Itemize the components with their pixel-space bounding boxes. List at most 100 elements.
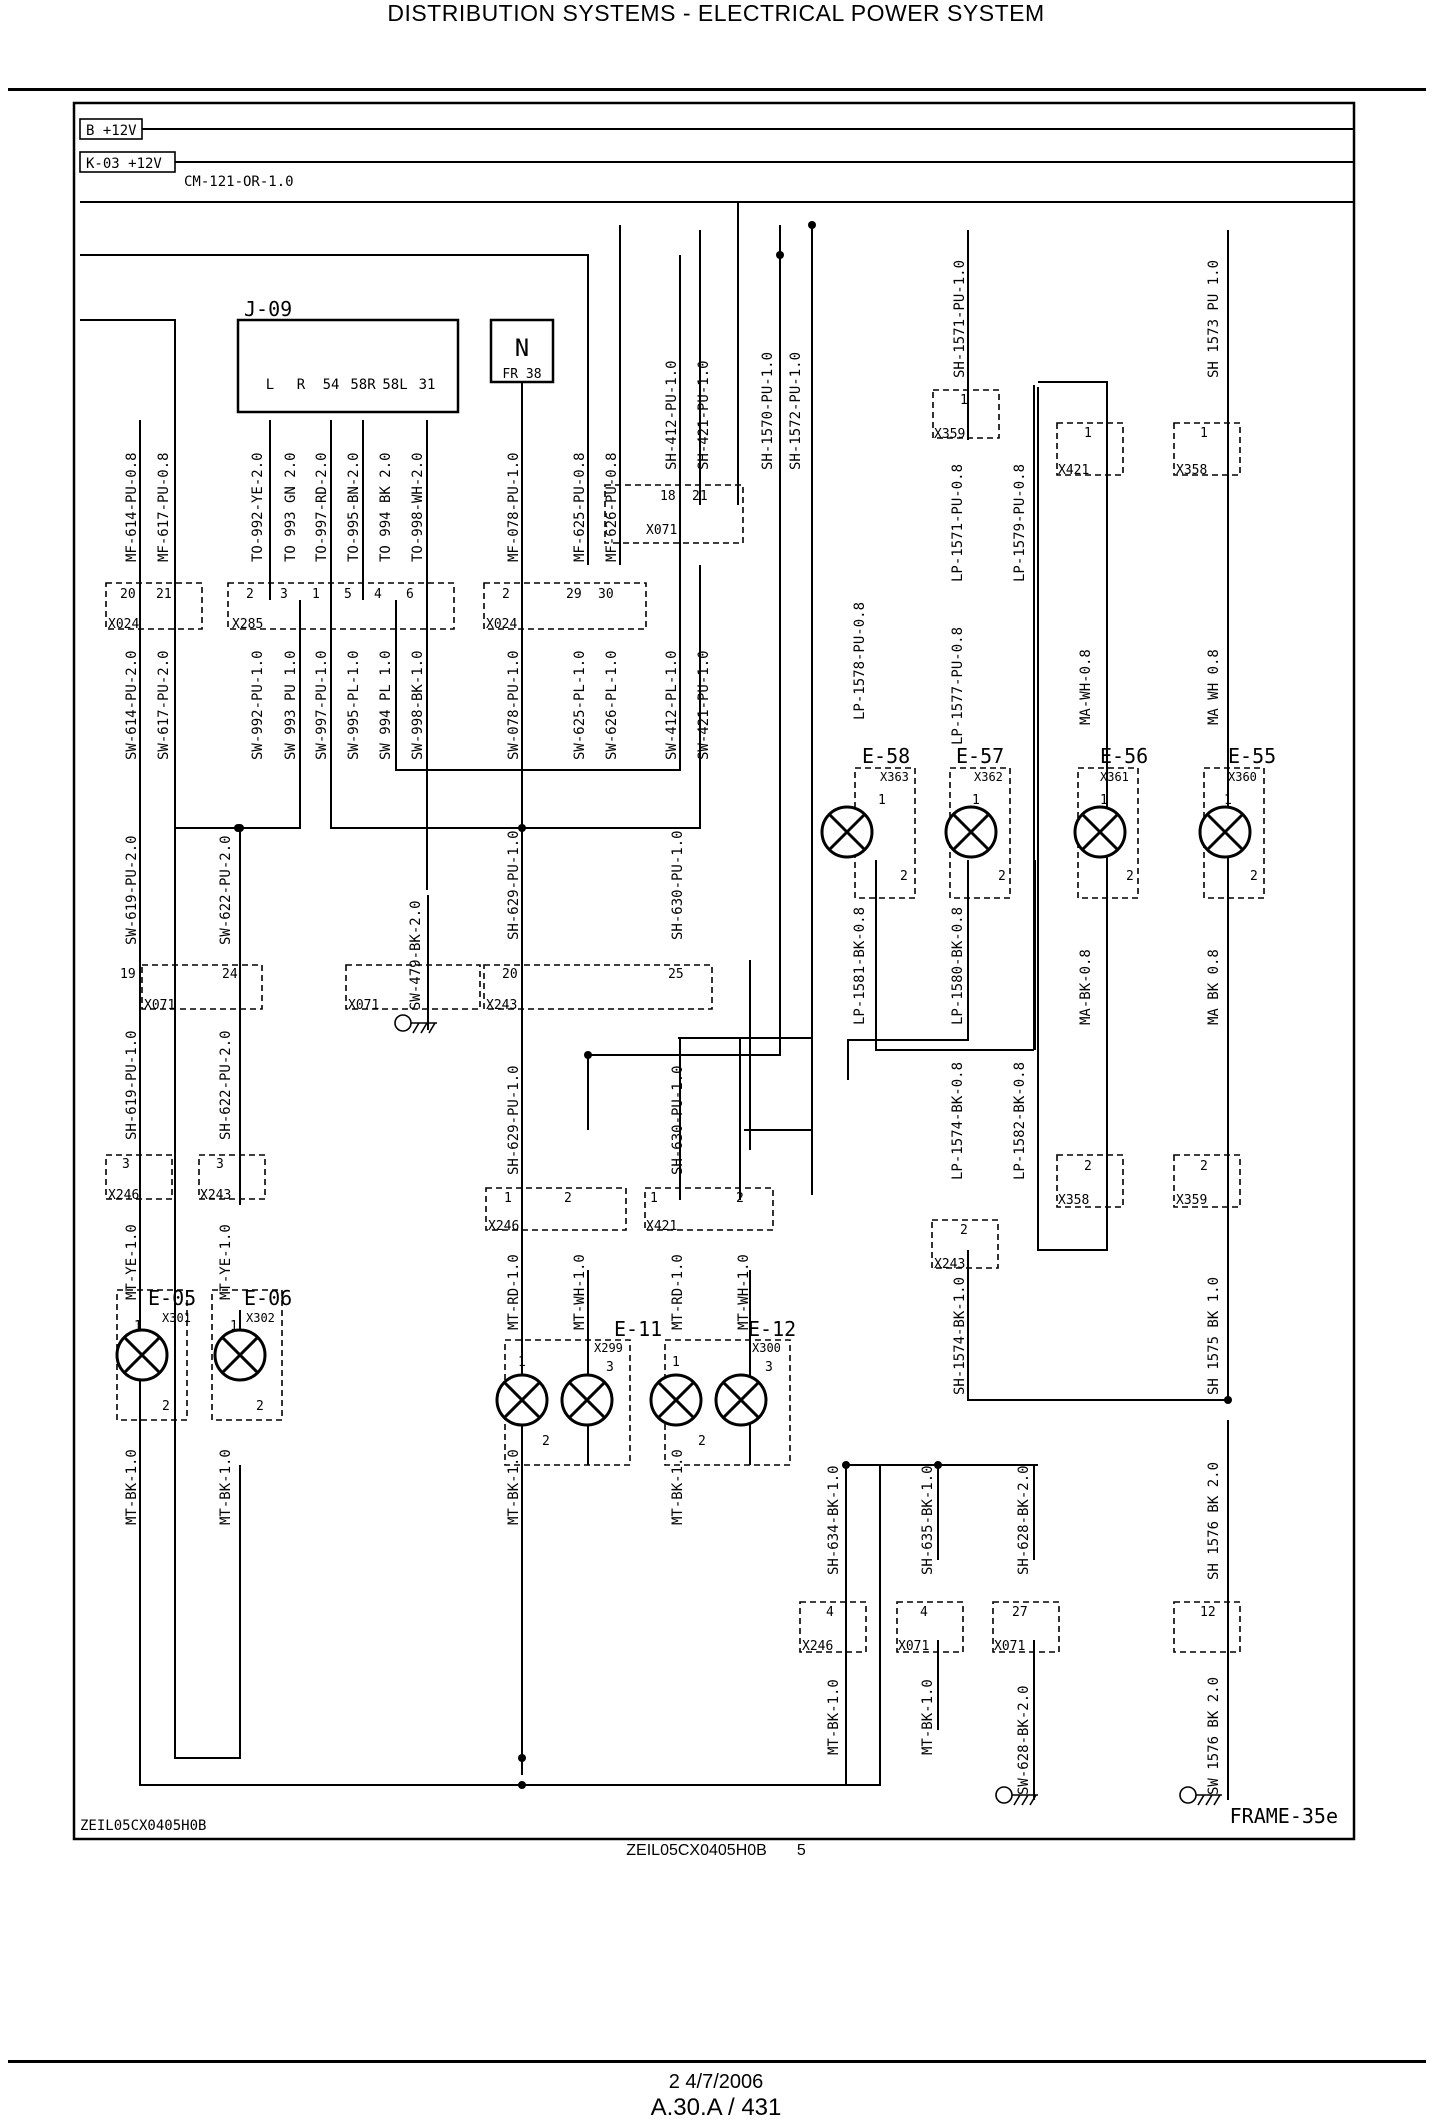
- pin-number: 1: [1084, 426, 1092, 441]
- relay-name: J-09: [244, 297, 292, 321]
- component-name: E-05: [148, 1286, 196, 1310]
- figure-caption: ZEIL05CX0405H0B 5: [0, 1842, 1432, 1860]
- wire-segment: [330, 420, 701, 829]
- pin-number: 2: [960, 1223, 968, 1238]
- connector-label: X024: [108, 617, 139, 632]
- footer-page-number: A.30.A / 431: [650, 2094, 782, 2121]
- component-box: [211, 1289, 283, 1421]
- ground-ring: [394, 1014, 412, 1032]
- wire-segment: [80, 254, 589, 565]
- caption-code: ZEIL05CX0405H0B: [626, 1842, 767, 1859]
- connector-box: [227, 582, 455, 630]
- wire-label: MA-BK-0.8: [1078, 949, 1094, 1025]
- wire-segment: [847, 860, 969, 1080]
- wire-label: MT-BK-1.0: [670, 1449, 686, 1525]
- pin-number: 24: [222, 967, 238, 982]
- lamp-icon: [213, 1328, 267, 1382]
- pin-number: 29: [566, 587, 582, 602]
- connector-box: [604, 484, 744, 544]
- wire-segment: [174, 420, 241, 1759]
- pin-number: 1: [878, 793, 886, 808]
- relay-pin-label: 58R: [350, 377, 376, 393]
- ground-ring: [1179, 1786, 1197, 1804]
- fuse-name: N: [515, 334, 529, 362]
- pin-number: 30: [598, 587, 614, 602]
- wire-segment: [1038, 381, 1108, 1060]
- pin-number: 21: [692, 489, 708, 504]
- wire-label: SW-998-BK-1.0: [410, 650, 426, 760]
- wire-label: SW-421-PU-1.0: [696, 650, 712, 760]
- ground-hatch: [411, 1022, 437, 1034]
- component-connector: X363: [880, 770, 909, 784]
- footer-date: 2 4/7/2006: [668, 2071, 764, 2093]
- ground-hatch: [1012, 1794, 1038, 1806]
- wire-label: SH-635-BK-1.0: [920, 1465, 936, 1575]
- pin-number: 6: [406, 587, 414, 602]
- pin-number: 1: [672, 1355, 680, 1370]
- connector-box: [1173, 422, 1241, 476]
- junction-dot: [842, 1461, 850, 1469]
- wire-label: MT-BK-1.0: [826, 1679, 842, 1755]
- wire-label: TO-992-YE-2.0: [250, 452, 266, 562]
- pin-number: 1: [972, 793, 980, 808]
- lamp-icon: [115, 1328, 169, 1382]
- lamp-icon: [1198, 805, 1252, 859]
- pin-number: 2: [256, 1399, 264, 1414]
- component-connector: X301: [162, 1311, 191, 1325]
- pin-number: 19: [120, 967, 136, 982]
- relay-pin-label: 31: [419, 377, 436, 393]
- pin-number: 27: [1012, 1605, 1028, 1620]
- component-box: [664, 1339, 791, 1466]
- pin-number: 4: [920, 1605, 928, 1620]
- wire-label: MT-WH-1.0: [736, 1254, 752, 1330]
- supply-label: K-03 +12V: [86, 156, 162, 172]
- lamp-icon: [714, 1373, 768, 1427]
- caption-number: 5: [796, 1842, 806, 1859]
- pin-number: 2: [698, 1434, 706, 1449]
- wire-label: SH-619-PU-1.0: [124, 1030, 140, 1140]
- relay-box: [236, 318, 460, 414]
- junction-dot: [584, 1051, 592, 1059]
- connector-label: X246: [488, 1219, 519, 1234]
- wire-label: SH-630-PU-1.0: [670, 830, 686, 940]
- connector-box: [105, 582, 203, 630]
- component-connector: X299: [594, 1341, 623, 1355]
- wire-label: SW-625-PL-1.0: [572, 650, 588, 760]
- supply-label: B +12V: [86, 123, 137, 139]
- connector-box: [345, 964, 481, 1010]
- lamp-cross: [828, 813, 866, 851]
- pin-number: 3: [122, 1157, 130, 1172]
- wire-label: SW-997-PU-1.0: [314, 650, 330, 760]
- wire-label: SW-995-PL-1.0: [346, 650, 362, 760]
- relay-pin-label: R: [297, 377, 306, 393]
- junction-dot: [236, 824, 244, 832]
- connector-label: X071: [994, 1639, 1025, 1654]
- connector-label: X024: [486, 617, 517, 632]
- wire-label: SH-1572-PU-1.0: [788, 352, 804, 470]
- junction-dot: [518, 824, 526, 832]
- diagram-frame: [72, 101, 1356, 1841]
- wire-label: SH-629-PU-1.0: [506, 830, 522, 940]
- wire-label: LP-1582-BK-0.8: [1012, 1062, 1028, 1180]
- wire-label: SW-619-PU-2.0: [124, 835, 140, 945]
- pin-number: 1: [230, 1319, 238, 1334]
- connector-box: [644, 1187, 774, 1231]
- page-title: DISTRIBUTION SYSTEMS - ELECTRICAL POWER …: [387, 0, 1045, 26]
- component-name: E-06: [244, 1286, 292, 1310]
- connector-label: X285: [232, 617, 263, 632]
- supply-tag: [79, 118, 143, 140]
- wire-label: MT-RD-1.0: [506, 1254, 522, 1330]
- wire-label: LP-1578-PU-0.8: [852, 602, 868, 720]
- wire-label: SW-626-PL-1.0: [604, 650, 620, 760]
- connector-box: [485, 1187, 627, 1231]
- connector-label: X071: [898, 1639, 929, 1654]
- wire-label: SW-479-BK-2.0: [408, 900, 424, 1010]
- connector-label: X071: [144, 998, 175, 1013]
- wire-label: LP-1580-BK-0.8: [950, 907, 966, 1025]
- wire-label: MA BK 0.8: [1206, 949, 1222, 1025]
- wire-label: SH-1570-PU-1.0: [760, 352, 776, 470]
- pin-number: 25: [668, 967, 684, 982]
- connector-label: X243: [934, 1257, 965, 1272]
- pin-number: 4: [826, 1605, 834, 1620]
